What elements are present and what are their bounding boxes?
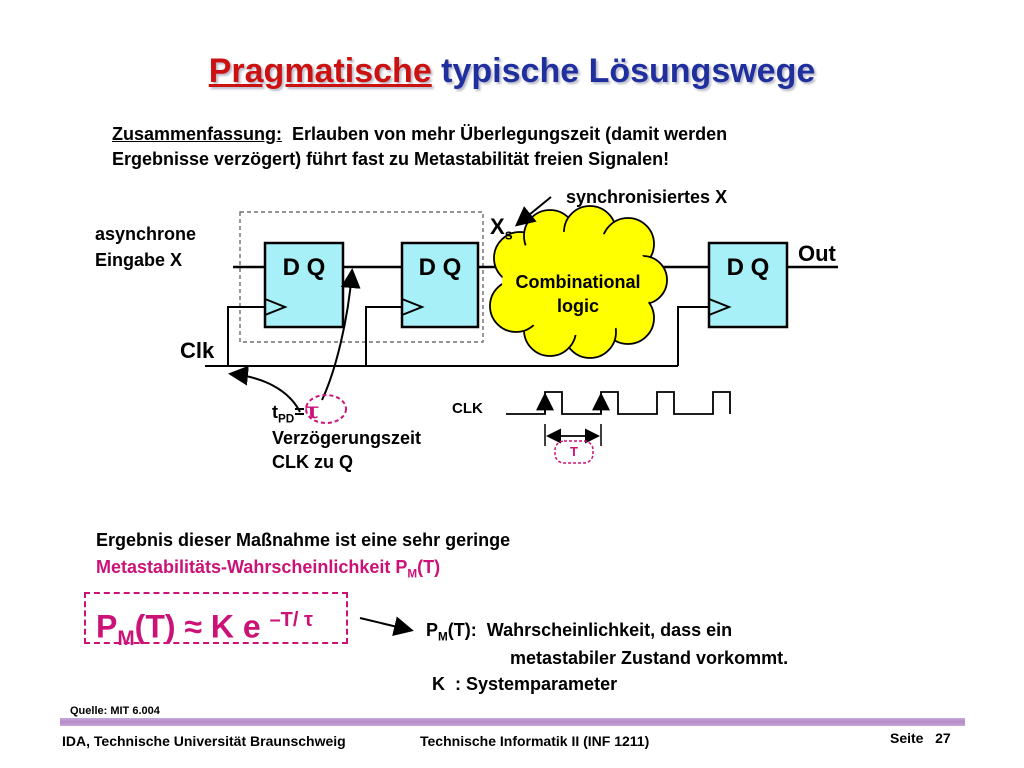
async-line-2: Eingabe X — [95, 250, 183, 270]
comb-line-1: Combinational — [515, 272, 641, 292]
formula-rest: (T) ≈ K e — [134, 608, 270, 645]
definition-line-1: PM(T): Wahrscheinlichkeit, dass ein — [426, 620, 732, 644]
async-line-1: asynchrone — [95, 224, 197, 244]
tpd-sub: PD — [278, 412, 295, 426]
combinational-logic-cloud — [489, 205, 668, 359]
definition-line-2: metastabiler Zustand vorkommt. — [510, 648, 789, 668]
period-highlight — [554, 440, 594, 464]
formula-p: P — [96, 608, 118, 645]
clock-branch-ff3 — [677, 306, 709, 366]
footer-left: IDA, Technische Universität Braunschweig — [62, 733, 346, 749]
out-label: Out — [798, 241, 836, 266]
definition-line-3: K : Systemparameter — [432, 674, 618, 694]
tau-highlight — [305, 394, 347, 424]
summary-text-1: Erlauben von mehr Überlegungszeit (damit… — [282, 124, 728, 144]
tpd-eq: = — [294, 402, 305, 422]
async-input-label: asynchrone Eingabe X — [95, 221, 196, 273]
def-line-1-rest: (T): Wahrscheinlichkeit, dass ein — [447, 620, 733, 640]
clk-wave-label: CLK — [452, 400, 483, 417]
footer-center: Technische Informatik II (INF 1211) — [420, 733, 650, 749]
synchronizer-box — [239, 211, 484, 343]
ff1-label: D Q — [282, 254, 326, 281]
tpd-t: t — [272, 402, 278, 422]
def-p: P — [426, 620, 439, 640]
clock-branch-ff2 — [365, 306, 402, 366]
title-emphasis: Pragmatische — [208, 52, 432, 90]
delay-line-2: CLK zu Q — [272, 452, 353, 472]
period-label: T — [570, 444, 578, 459]
slide-title: Pragmatische typische Lösungswege — [0, 52, 1024, 91]
xs-main: X — [490, 214, 505, 239]
ff2-label: D Q — [418, 254, 462, 281]
footer-rule — [60, 718, 965, 726]
summary-lead: Zusammenfassung: — [112, 124, 283, 144]
clock-waveform — [506, 391, 731, 415]
delay-line-1: Verzögerungszeit — [272, 428, 422, 448]
summary-text: Zusammenfassung: Erlauben von mehr Überl… — [112, 122, 932, 172]
footer-page: Seite 27 — [890, 730, 951, 746]
result-sub: M — [407, 567, 418, 581]
sync-label: synchronisiertes X — [566, 187, 728, 207]
ff3-clock-triangle — [708, 298, 732, 316]
flip-flop-3 — [707, 241, 789, 329]
result-line-2a: Metastabilitäts-Wahrscheinlichkeit P — [96, 557, 408, 577]
def-sub: M — [438, 630, 448, 644]
flip-flop-2 — [400, 241, 480, 329]
tpd-label: tPD=τ — [272, 398, 320, 426]
result-line-1: Ergebnis dieser Maßnahme ist eine sehr g… — [96, 530, 511, 550]
result-line-2b: (T) — [417, 557, 441, 577]
ff3-label: D Q — [726, 254, 770, 281]
formula-exp: –T/ τ — [269, 609, 313, 631]
tpd-arrow-up — [321, 268, 361, 401]
comb-logic-label: Combinational logic — [500, 270, 656, 318]
tau-symbol: τ — [304, 398, 320, 424]
comb-line-2: logic — [556, 296, 599, 316]
clock-branch-ff1 — [227, 306, 265, 366]
summary-text-2: Ergebnisse verzögert) führt fast zu Meta… — [112, 149, 670, 169]
sync-arrow — [514, 196, 552, 227]
formula-arrow — [359, 616, 414, 636]
result-line-2: Metastabilitäts-Wahrscheinlichkeit PM(T) — [96, 557, 440, 581]
source-note: Quelle: MIT 6.004 — [70, 705, 160, 717]
formula-box: PM(T) ≈ K e –T/ τ — [84, 592, 348, 650]
ff2-clock-triangle — [401, 298, 425, 316]
tpd-arrow-clk — [228, 365, 301, 413]
delay-label: Verzögerungszeit CLK zu Q — [272, 426, 421, 474]
page-label: Seite — [890, 730, 924, 746]
flip-flop-1 — [263, 241, 345, 329]
formula-sub: M — [117, 627, 135, 651]
xs-sub: s — [504, 227, 513, 244]
xs-label: Xs — [490, 214, 513, 243]
page-number: 27 — [935, 730, 951, 746]
ff1-clock-triangle — [264, 298, 288, 316]
title-rest: typische Lösungswege — [431, 52, 816, 90]
clk-label: Clk — [180, 338, 215, 363]
